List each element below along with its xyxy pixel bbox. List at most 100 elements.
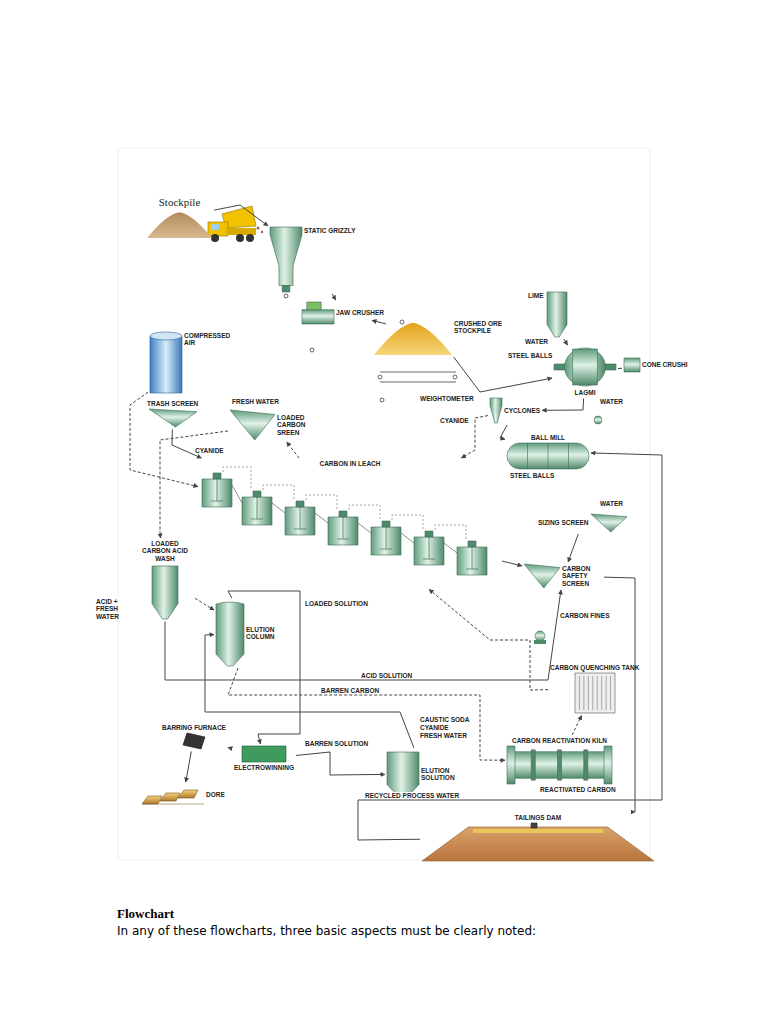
carbon-transfer-line (392, 515, 423, 530)
air-receiver (150, 336, 182, 393)
carbon-transfer-line (263, 485, 294, 500)
process-stream (358, 453, 662, 840)
equipment-label: BARRING FURNACE (162, 724, 226, 731)
stream-label: CAUSTIC SODA (420, 716, 469, 723)
equipment-node: CARBON QUENCHING TANK (548, 662, 641, 715)
equipment-label: CONE CRUSHI (642, 361, 688, 368)
kiln-ring (531, 750, 535, 780)
equipment-name: CARBON REACTIVATION KILN (512, 737, 607, 744)
equipment-name: ELECTROWINNING (234, 764, 294, 771)
equipment-icon (546, 292, 568, 337)
stream-label: STEEL BALLS (510, 472, 554, 479)
equipment-name: TAILINGS DAM (515, 814, 561, 821)
equipment-label: ELUTION SOLUTION (421, 767, 461, 782)
equipment-name: CARBON SAFETY SCREEN (562, 565, 602, 587)
equipment-icon (387, 750, 419, 798)
tailings-pond (473, 829, 603, 833)
equipment-label: STATIC GRIZZLY (304, 227, 356, 234)
crusher-box (624, 358, 640, 372)
equipment-name: CRUSHED ORE STOCKPILE (454, 320, 504, 335)
agitator-drive (213, 473, 221, 479)
dore-bar (160, 793, 180, 801)
equipment-label: CARBON QUENCHING TANK (550, 664, 639, 671)
quench-tank (575, 673, 615, 713)
kiln-ring (558, 750, 562, 780)
process-stream (500, 425, 507, 439)
stream-label: ACID + FRESH WATER (96, 598, 138, 620)
quench-grating (601, 676, 602, 710)
equipment-node: Stockpile (145, 194, 214, 240)
agitator-shaft (251, 497, 263, 519)
stream-label: BARREN CARBON (320, 687, 380, 694)
heading: Flowchart (117, 906, 174, 922)
quench-grating (592, 676, 593, 710)
equipment-name: CYCLONES (504, 407, 540, 414)
stream-label: WATER (525, 338, 548, 345)
equipment-icon (216, 600, 244, 666)
equipment-label: CRUSHED ORE STOCKPILE (454, 320, 504, 335)
equipment-name: LOADED CARBON SREEN (277, 414, 317, 436)
process-stream (165, 590, 561, 680)
equipment-name: Stockpile (159, 196, 201, 208)
process-stream (228, 747, 232, 748)
equipment-icon (230, 410, 275, 440)
screen-deck (524, 564, 560, 588)
equipment-name: CARBON IN LEACH (319, 460, 380, 467)
carbon-transfer-line (349, 505, 380, 520)
equipment-label: COMPRESSED AIR (184, 332, 224, 347)
mill-ring (568, 443, 569, 469)
electrowinning-cell (242, 746, 286, 762)
quench-grating (605, 676, 606, 710)
slurry-line (232, 485, 242, 503)
tailings-dam (422, 827, 654, 861)
process-stream (287, 442, 299, 458)
hopper-spout (282, 286, 290, 293)
mill-ring (527, 443, 528, 469)
agitator-shaft (337, 517, 349, 539)
process-stream (454, 357, 552, 392)
equipment-name: LIME (528, 292, 544, 299)
carbon-transfer-line (223, 467, 251, 490)
kiln-end (604, 746, 612, 784)
leach-tank (202, 479, 232, 507)
process-stream (429, 589, 548, 690)
process-stream (618, 368, 622, 369)
equipment-icon (142, 784, 204, 806)
equipment-node: LIME (526, 290, 570, 339)
ball-mill (507, 443, 589, 469)
equipment-node: CARBON REACTIVATION KILN (505, 735, 614, 786)
equipment-node: LAGMI (552, 345, 618, 398)
equipment-name: TRASH SCREEN (147, 400, 198, 407)
agitator-shaft (466, 547, 478, 569)
equipment-name: JAW CRUSHER (336, 309, 384, 316)
equipment-icon (152, 564, 178, 619)
equipment-node: CONE CRUSHI (622, 356, 690, 374)
agitator-shaft (211, 479, 223, 501)
mill-shell (573, 349, 598, 385)
equipment-name: DORE (206, 791, 225, 798)
kiln-end (507, 746, 515, 784)
equipment-label: LOADED CARBON SREEN (277, 414, 317, 436)
quench-grating (610, 676, 611, 710)
screen-deck (149, 409, 197, 427)
decant-tower (531, 823, 537, 828)
equipment-icon (149, 409, 197, 427)
stream-label: RECYCLED PROCESS WATER (364, 792, 460, 799)
equipment-icon (554, 347, 616, 387)
stream-label: FRESH WATER (232, 398, 279, 405)
equipment-name: STATIC GRIZZLY (304, 227, 356, 234)
equipment-node: TAILINGS DAM (420, 812, 656, 863)
slurry-line (358, 523, 371, 533)
agitator-drive (468, 541, 476, 547)
process-stream (502, 561, 522, 566)
stream-label: WEIGHTOMETER (420, 395, 474, 402)
equipment-node: ELECTROWINNING (232, 744, 296, 773)
stream-label: FRESH WATER (420, 732, 467, 739)
equipment-icon (147, 210, 212, 238)
mill-ring (548, 443, 549, 469)
equipment-icon (490, 398, 502, 423)
carbon-transfer-line (306, 495, 337, 510)
process-stream (564, 339, 568, 345)
